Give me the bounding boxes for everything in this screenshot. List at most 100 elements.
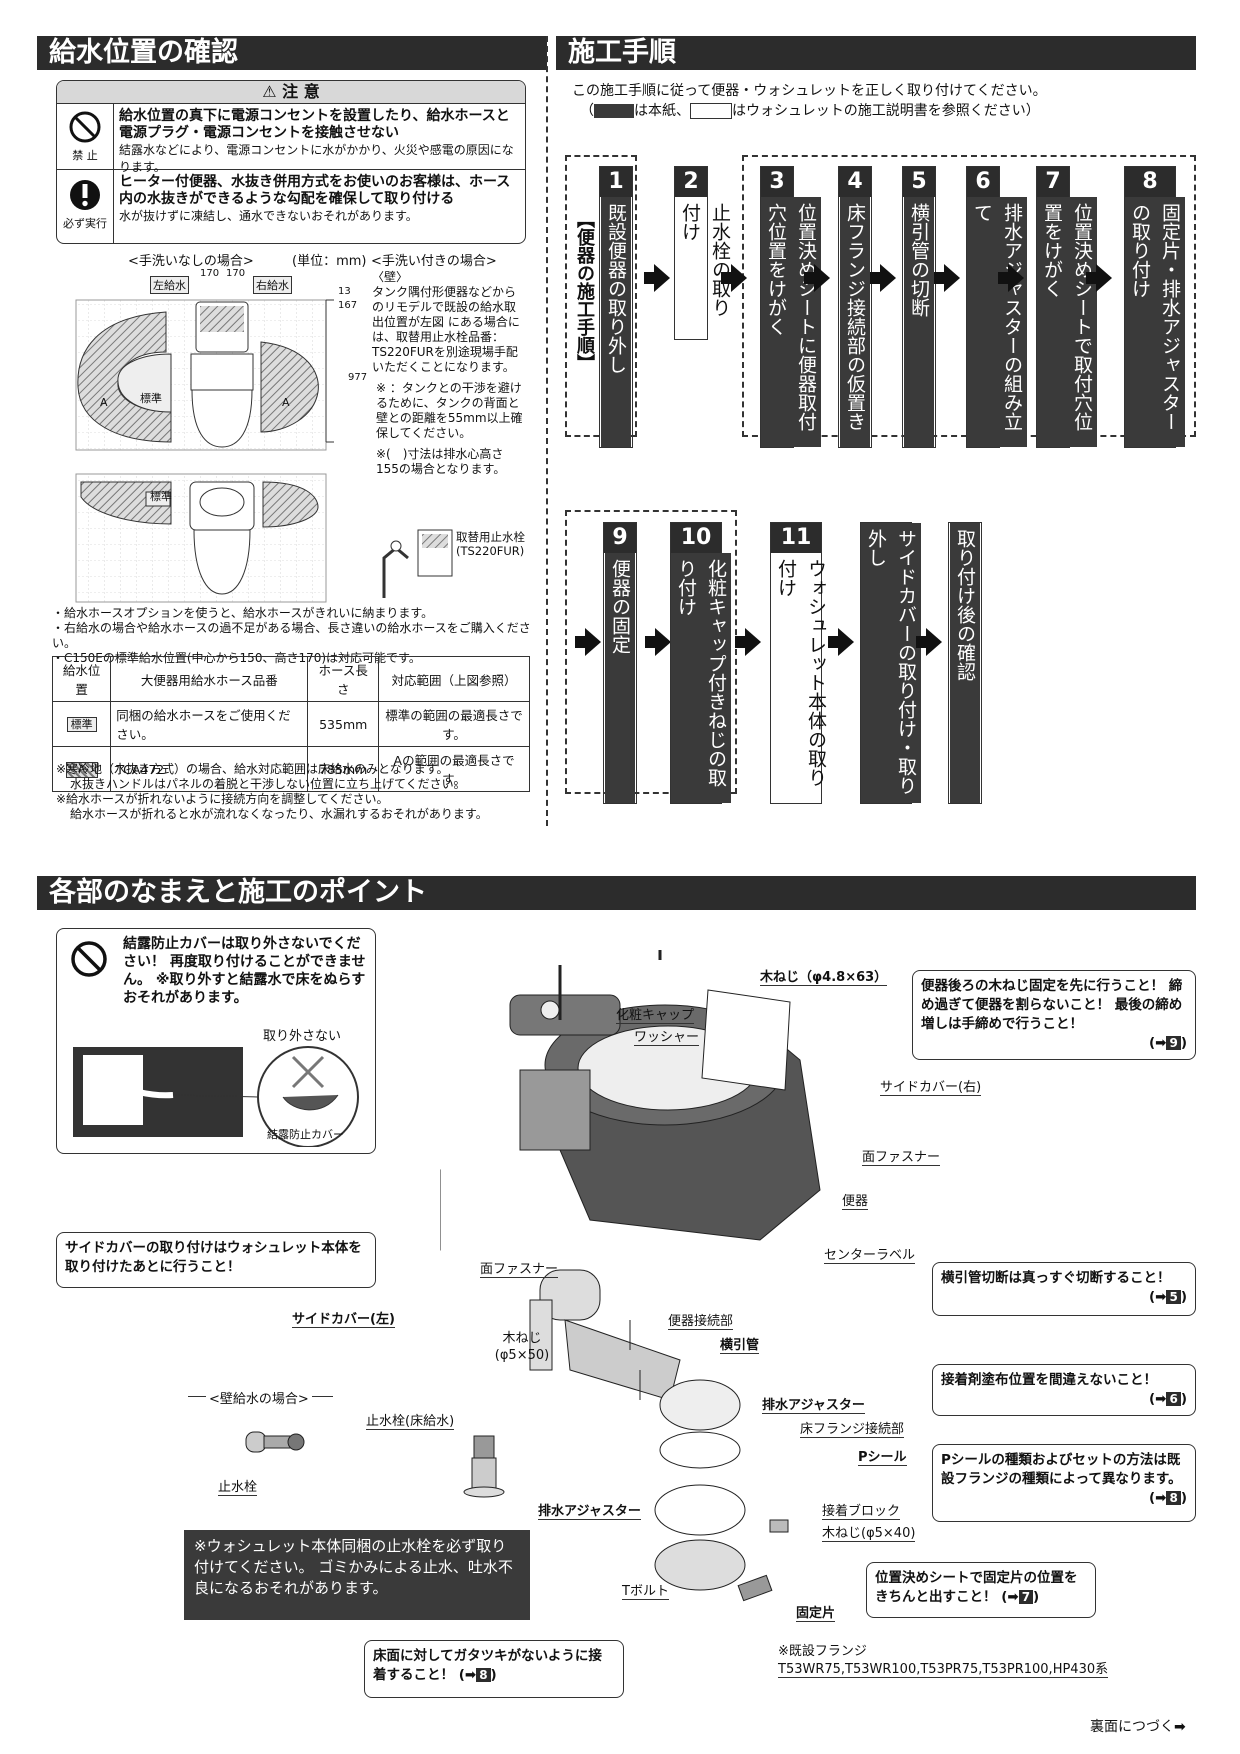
step-number: 6 bbox=[967, 167, 999, 197]
floor-note-text: 床面に対してガタツキがないように接着すること！ bbox=[373, 1648, 602, 1683]
arrow-icon bbox=[828, 628, 854, 656]
standard-label-bottom: 標準 bbox=[150, 490, 172, 503]
step-2: 2 止水栓の取り付け bbox=[674, 166, 731, 340]
step-label: 固定片・排水アジャスターの取り付け bbox=[1125, 197, 1185, 447]
step-number: 11 bbox=[771, 523, 821, 553]
step-number: 10 bbox=[671, 523, 721, 553]
table-header: 大便器用給水ホース品番 bbox=[110, 656, 309, 702]
step-11: 11 ウォシュレット本体の取り付け bbox=[770, 522, 827, 804]
arrow-icon bbox=[575, 628, 601, 656]
adhesive-note-text: 接着剤塗布位置を間違えないこと！ bbox=[941, 1372, 1157, 1388]
arrow-icon bbox=[934, 264, 960, 292]
step-label: 排水アジャスターの組み立て bbox=[967, 197, 1027, 447]
side-cover-note-box: サイドカバーの取り付けはウォシュレット本体を取り付けたあとに行うこと！ bbox=[56, 1232, 376, 1288]
velcro-label-right: 面ファスナー bbox=[862, 1146, 941, 1166]
step-ref-9: 9 bbox=[1166, 1036, 1181, 1050]
arrow-icon bbox=[870, 264, 896, 292]
wall-title: 〈壁〉 bbox=[372, 270, 409, 284]
cosmetic-cap-label: 化粧キャップ bbox=[616, 1004, 695, 1024]
bullet-2: ・右給水の場合や給水ホースの過不足がある場合、長さ違いの給水ホースをご購入くださ… bbox=[52, 621, 531, 650]
table-cell: 535mm bbox=[307, 701, 380, 747]
wall-text: タンク隅付形便器などからのリモデルで既設の給水取出位置が左図 にある場合には、取… bbox=[372, 285, 520, 374]
section-title-procedure: 施工手順 bbox=[556, 36, 1196, 70]
fixing-note-box: 位置決めシートで固定片の位置をきちんと出すこと！ (➡7) bbox=[866, 1562, 1096, 1618]
step-label: 止水栓の取り付け bbox=[679, 203, 731, 317]
caution-row-prohibit: 禁 止 給水位置の真下に電源コンセントを設置したり、給水ホースと電源プラグ・電源… bbox=[57, 104, 525, 174]
dim-170-left: 170 bbox=[200, 268, 220, 279]
step-ref-7: 7 bbox=[1018, 1590, 1034, 1604]
must-cell: 必ず実行 bbox=[57, 170, 114, 243]
step-ref-8: 8 bbox=[476, 1668, 491, 1682]
step-number: 9 bbox=[604, 523, 636, 553]
step-number: 1 bbox=[600, 167, 632, 197]
center-label: センターラベル bbox=[824, 1244, 916, 1264]
must-text: ヒーター付便器、水抜き併用方式をお使いのお客様は、ホース内の水抜きができるような… bbox=[119, 174, 511, 207]
left-supply-label: 左給水 bbox=[150, 276, 189, 294]
diagram-header-left: <手洗いなしの場合> bbox=[128, 254, 254, 269]
screw-small-label: 木ねじ(φ5×40) bbox=[822, 1522, 916, 1542]
step-label: 化粧キャップ付きねじの取り付け bbox=[671, 553, 731, 803]
adhesive-block-label: 接着ブロック bbox=[822, 1500, 901, 1520]
section-title-parts: 各部のなまえと施工のポイント bbox=[37, 876, 1196, 910]
procedure-intro: この施工手順に従って便器・ウォシュレットを正しく取り付けてください。 bbox=[572, 83, 1047, 99]
bowl-joint-label: 便器接続部 bbox=[668, 1310, 734, 1330]
arrow-icon bbox=[645, 628, 671, 656]
p-seal-label: Pシール bbox=[858, 1446, 907, 1466]
prohibit-icon bbox=[71, 941, 107, 977]
table-cell: 785mm bbox=[307, 746, 380, 792]
table-cell: 同梱の給水ホースをご使用ください。 bbox=[110, 701, 309, 747]
wall-info: 〈壁〉 タンク隅付形便器などからのリモデルで既設の給水取出位置が左図 にある場合… bbox=[372, 270, 524, 477]
step-label: 床フランジ接続部の仮置き bbox=[840, 197, 870, 447]
arrow-icon bbox=[721, 264, 747, 292]
prohibit-note: 結露水などにより、電源コンセントに水がかかり、火災や感電の原因になります。 bbox=[119, 143, 514, 174]
section-title-supply: 給水位置の確認 bbox=[37, 36, 547, 70]
step-number: 2 bbox=[675, 167, 707, 197]
table-header: 給水位置 bbox=[51, 656, 112, 702]
step-label: 位置決めシートで取付穴位置をけがく bbox=[1037, 197, 1097, 447]
step-label: 取り付け後の確認 bbox=[950, 523, 980, 803]
footnote-4: 給水ホースが折れると水が流れなくなったり、水漏れするおそれがあります。 bbox=[70, 807, 488, 821]
step-side-cover: サイドカバーの取り付け・取り外し bbox=[860, 522, 921, 804]
stop-valve-label: 止水栓 bbox=[218, 1476, 258, 1496]
bullet-1: ・給水ホースオプションを使うと、給水ホースがきれいに納まります。 bbox=[52, 606, 434, 620]
arrow-icon bbox=[1086, 264, 1112, 292]
washer-label: ワッシャー bbox=[634, 1026, 700, 1046]
legend-white-swatch bbox=[690, 103, 732, 119]
step-label: ウォシュレット本体の取り付け bbox=[775, 559, 827, 787]
step-ref-6: 6 bbox=[1166, 1392, 1181, 1406]
step-number: 4 bbox=[839, 167, 871, 197]
screw-note-box: 便器後ろの木ねじ固定を先に行うこと！ 締め過ぎて便器を割らないこと！ 最後の締め… bbox=[912, 970, 1196, 1060]
table-cell: A bbox=[51, 746, 112, 792]
velcro-label-left: 面ファスナー bbox=[480, 1258, 559, 1278]
warning-triangle-icon: ⚠ bbox=[262, 82, 277, 101]
step-ref-5: 5 bbox=[1166, 1290, 1181, 1304]
toilet-label: 便器 bbox=[842, 1190, 869, 1210]
adhesive-note-box: 接着剤塗布位置を間違えないこと！ (➡6) bbox=[932, 1364, 1196, 1416]
flange-models-label: T53WR75,T53WR100,T53PR75,T53PR100,HP430系 bbox=[778, 1658, 1109, 1678]
step-label: 便器の固定 bbox=[605, 553, 635, 803]
exclamation-icon bbox=[70, 180, 100, 210]
table-cell: 標準の範囲の最適長さです。 bbox=[378, 701, 530, 747]
cover-warning-box: 結露防止カバーは取り外さないでください！ 再度取り付けることができません。 ※取… bbox=[56, 928, 376, 1154]
wall-valve-icon bbox=[245, 1431, 305, 1453]
side-cover-note-text: サイドカバーの取り付けはウォシュレット本体を取り付けたあとに行うこと！ bbox=[65, 1240, 362, 1275]
prohibit-label: 禁 止 bbox=[72, 149, 98, 162]
p-seal-note-box: Pシールの種類およびセットの方法は既設フランジの種類によって異なります。 (➡8… bbox=[932, 1444, 1196, 1522]
hose-table: 給水位置 大便器用給水ホース品番 ホース長さ 対応範囲（上図参照） 標準 同梱の… bbox=[51, 656, 530, 792]
dim-167: 167 bbox=[338, 300, 358, 311]
table-cell: 標準 bbox=[51, 701, 112, 747]
step-group-9-10 bbox=[565, 510, 737, 794]
right-supply-label: 右給水 bbox=[253, 276, 292, 294]
t-bolt-label: Tボルト bbox=[622, 1580, 669, 1600]
step-ref-8: 8 bbox=[1166, 1491, 1181, 1505]
replacement-valve-illustration bbox=[382, 529, 453, 598]
fixing-note-text: 位置決めシートで固定片の位置をきちんと出すこと！ bbox=[875, 1570, 1078, 1605]
pipe-note-box: 横引管切断は真っすぐ切断すること！ (➡5) bbox=[932, 1262, 1196, 1316]
arrow-icon bbox=[916, 628, 942, 656]
